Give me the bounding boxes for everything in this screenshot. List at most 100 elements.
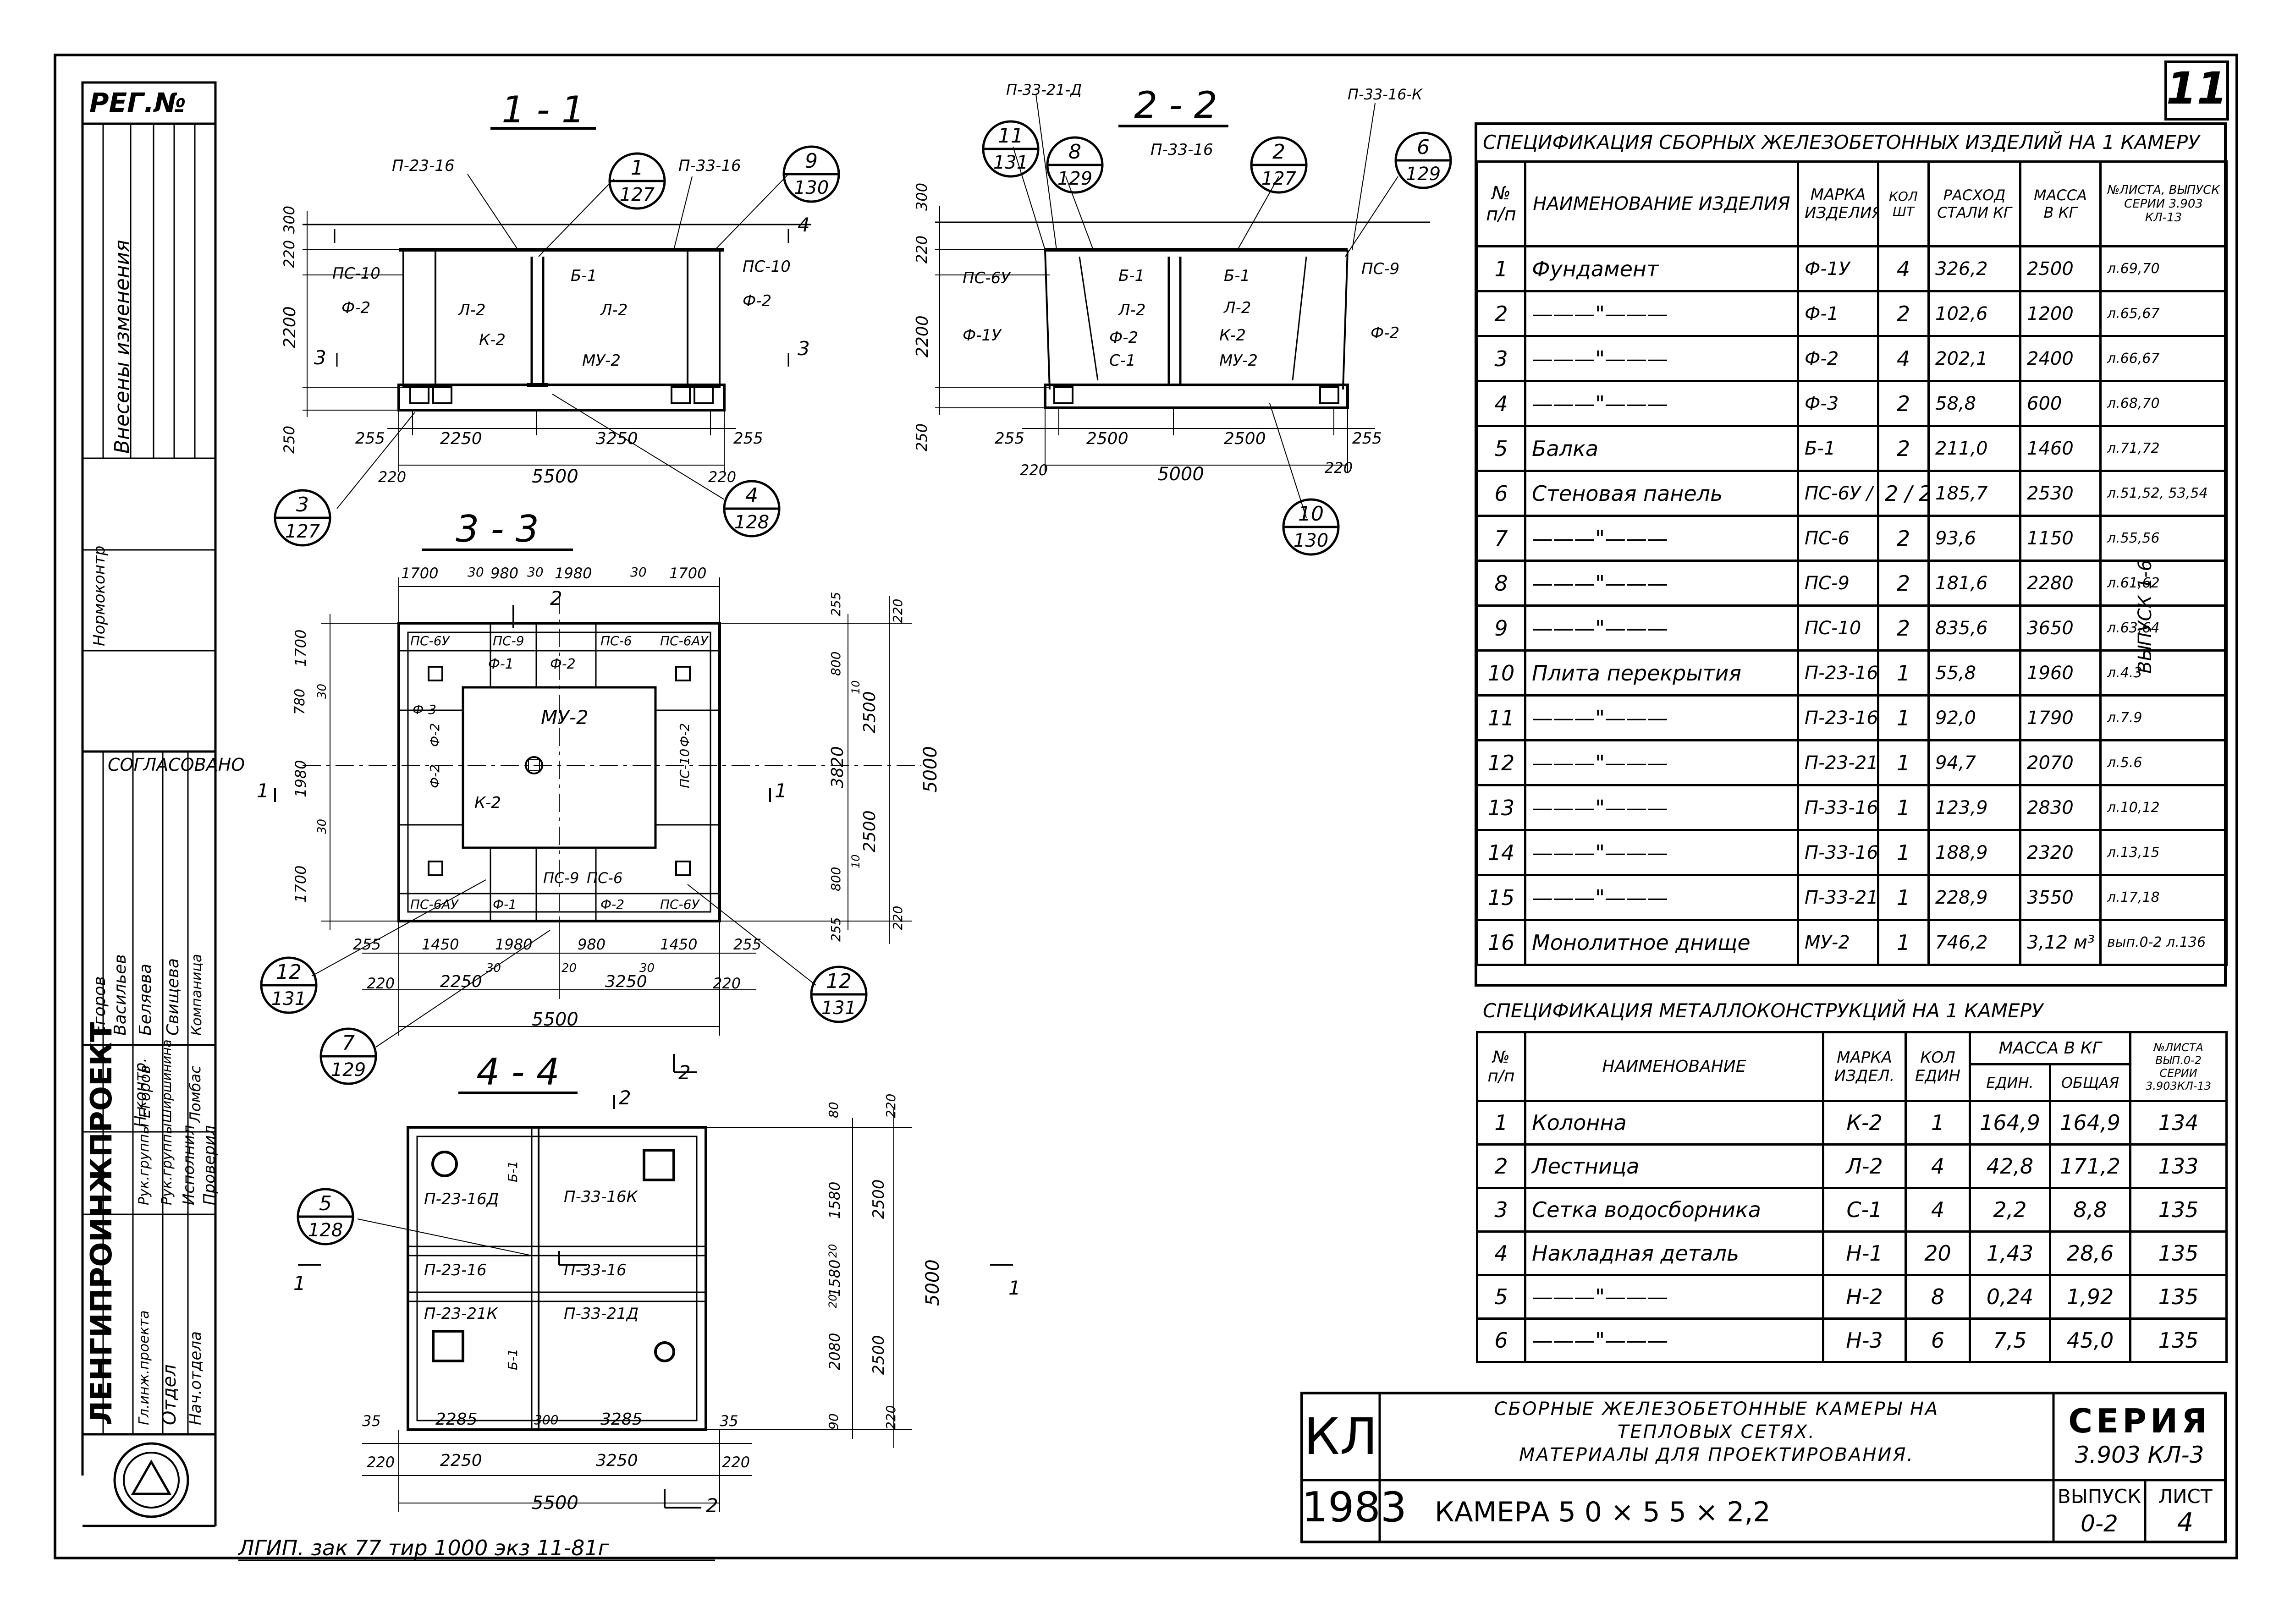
dim: 1980	[495, 936, 533, 953]
table-cell: 1	[1877, 874, 1930, 921]
table-cell: 94,7	[1927, 739, 2021, 786]
table-cell: 3650	[2019, 604, 2102, 652]
dim: 3250	[605, 972, 647, 991]
element-label: К-2	[1219, 326, 1246, 345]
dim: 10	[849, 680, 862, 694]
dim: 300	[534, 1412, 559, 1427]
table-cell: 2	[1877, 560, 1930, 607]
table-cell: ПС-6	[1797, 515, 1879, 562]
table-cell: 45,0	[2048, 1317, 2132, 1363]
table-cell: 3	[1476, 335, 1526, 382]
dim: 250	[281, 425, 298, 454]
table-cell: 6	[1476, 470, 1526, 517]
table-cell: Ф-1У	[1797, 245, 1879, 292]
dim: 90	[826, 1413, 841, 1430]
table-cell: Н-3	[1822, 1317, 1907, 1363]
table-cell: 4	[1877, 335, 1930, 382]
table-cell: вып.0-2 л.136	[2099, 919, 2228, 966]
element-label: ПС-6	[587, 869, 623, 887]
table-cell: 28,6	[2048, 1230, 2132, 1276]
table-cell: 133	[2129, 1143, 2228, 1189]
table-cell: 92,0	[1927, 694, 2021, 741]
dim: 255	[733, 936, 762, 953]
stamp-line3: МАТЕРИАЛЫ ДЛЯ ПРОЕКТИРОВАНИЯ.	[1519, 1444, 1914, 1465]
element-label: ПС-6У	[660, 897, 699, 912]
element-label: Ф-2	[427, 764, 442, 788]
table-cell: П-33-21Д	[1797, 874, 1879, 921]
role-label: Рук.группы	[136, 1123, 152, 1205]
table-cell: Стеновая панель	[1524, 470, 1799, 517]
table-cell: 1	[1905, 1100, 1971, 1146]
section-mark: 2	[706, 1494, 718, 1517]
element-label: Л-2	[600, 301, 628, 319]
table-cell: 2,2	[1969, 1187, 2051, 1233]
table-cell: 1	[1877, 649, 1930, 697]
dim: 80	[826, 1102, 841, 1118]
table-header-row: № п/п НАИМЕНОВАНИЕ ИЗДЕЛИЯ МАРКА ИЗДЕЛИЯ…	[1476, 160, 2228, 247]
dim: 2250	[440, 429, 482, 448]
dim: 800	[828, 651, 843, 676]
dim: 980	[490, 565, 519, 582]
table-cell: Л-2	[1822, 1143, 1907, 1189]
table-cell: ———"———	[1524, 1317, 1824, 1363]
dim: 2500	[1086, 429, 1128, 448]
table-cell: 4	[1877, 245, 1930, 292]
element-label: Ф-2	[550, 656, 576, 672]
table-cell: 58,8	[1927, 380, 2021, 427]
dim: 255	[1352, 429, 1382, 448]
dim: 220	[883, 1093, 898, 1118]
table-cell: л.13,15	[2099, 829, 2228, 876]
view-title-2-2: 2 - 2	[1134, 84, 1217, 126]
dim: 30	[630, 565, 647, 580]
element-label: П-33-16-К	[1348, 86, 1422, 103]
dim: 980	[578, 936, 606, 953]
dim: 255	[733, 429, 763, 448]
section-mark: 1	[257, 779, 269, 802]
dim: 220	[883, 1405, 898, 1430]
table-cell: ———"———	[1524, 829, 1799, 876]
table-cell: 1	[1476, 245, 1526, 292]
dim: 220	[722, 1454, 750, 1471]
signer-name: Егоров	[136, 1065, 154, 1118]
dim: 220	[1020, 461, 1048, 479]
table-cell: 2830	[2019, 784, 2102, 831]
element-label: П-33-21-Д	[1006, 81, 1082, 99]
table-cell: 16	[1476, 919, 1526, 966]
element-label: Ф-2	[600, 897, 625, 912]
table-cell: 7	[1476, 515, 1526, 562]
table-cell: ———"———	[1524, 604, 1799, 652]
table-cell: ———"———	[1524, 874, 1799, 921]
dim: 1700	[669, 565, 707, 582]
dim: 30	[468, 565, 484, 580]
element-label: МУ-2	[1219, 351, 1258, 370]
table-cell: л.69,70	[2099, 245, 2228, 292]
element-label: П-33-16	[564, 1261, 627, 1279]
dim: 2250	[440, 972, 482, 991]
table-cell: Н-2	[1822, 1274, 1907, 1320]
table-cell: Ф-1	[1797, 290, 1879, 337]
element-label: ПС-6У	[963, 269, 1010, 287]
table-cell: 2	[1476, 290, 1526, 337]
table-cell: 2070	[2019, 739, 2102, 786]
dim: 1700	[401, 565, 439, 582]
element-label: Ф-2	[1371, 324, 1400, 342]
role-label: Рук.группы	[159, 1123, 175, 1205]
table-cell: 2280	[2019, 560, 2102, 607]
element-label: Ф-1	[488, 656, 514, 672]
element-label: ПС-6АУ	[660, 633, 708, 648]
view-title-3-3: 3 - 3	[456, 508, 539, 550]
table-cell: 1	[1877, 829, 1930, 876]
table-cell: 164,9	[1969, 1100, 2051, 1146]
table-cell: 9	[1476, 604, 1526, 652]
table-cell: 6	[1476, 1317, 1526, 1363]
element-label: Б-1	[505, 1348, 520, 1370]
table-cell: л.10,12	[2099, 784, 2228, 831]
dim: 30	[527, 565, 544, 580]
element-label: Б-1	[1118, 267, 1145, 285]
table-cell: П-23-16Д	[1797, 694, 1879, 741]
table-cell: 1	[1877, 784, 1930, 831]
